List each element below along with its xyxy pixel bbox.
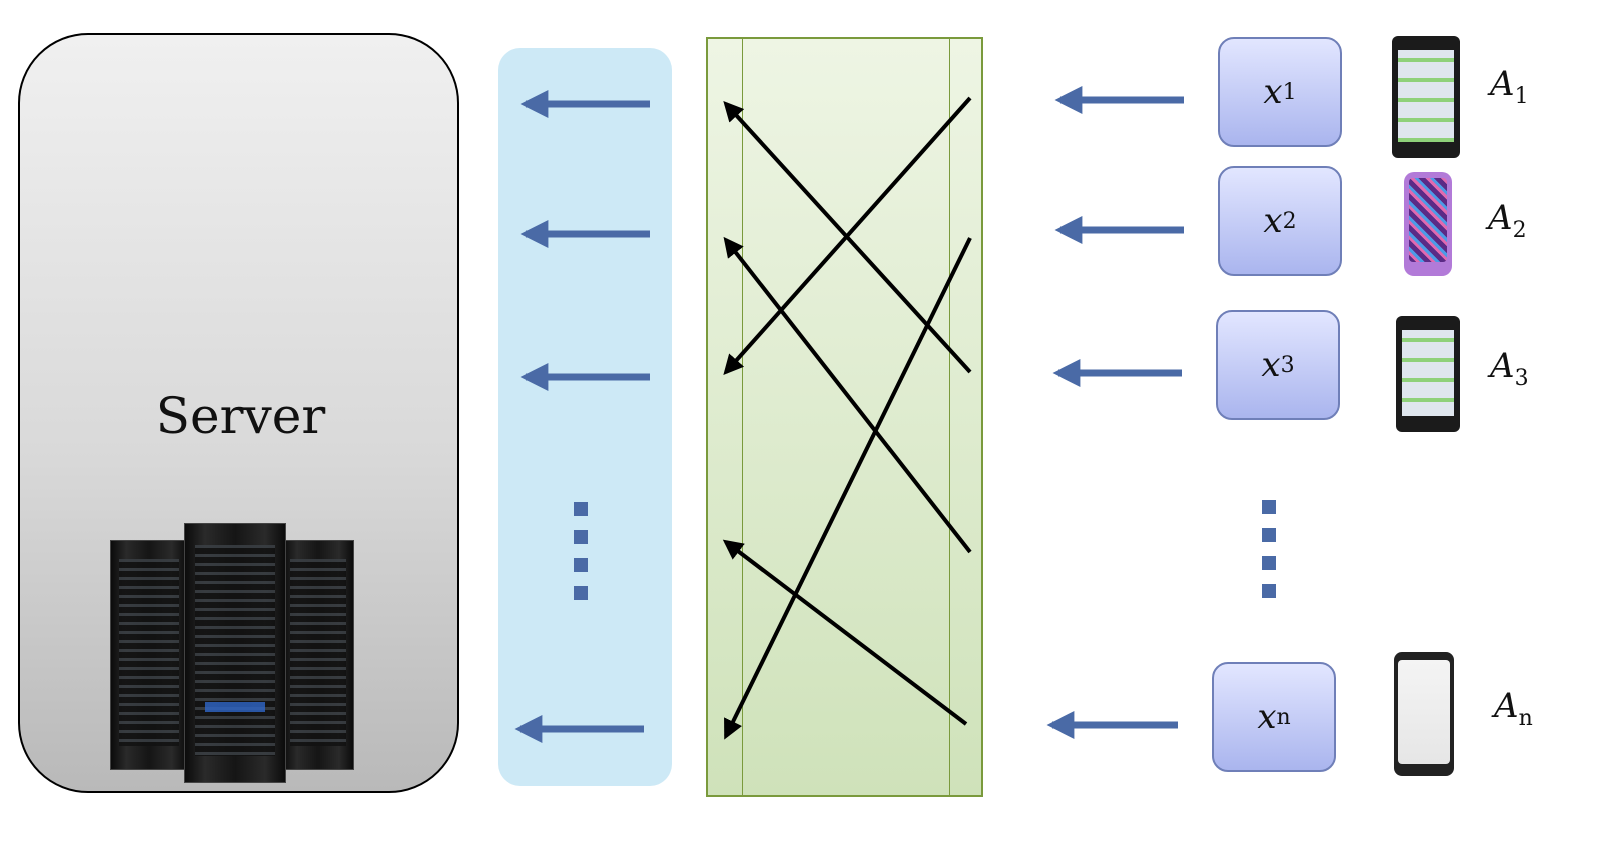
device-sub: 2 bbox=[1512, 217, 1527, 243]
input-var: x bbox=[1263, 201, 1283, 241]
shuffler-inner-line-left bbox=[742, 39, 743, 795]
input-sub: 2 bbox=[1282, 208, 1297, 234]
input-sub: 3 bbox=[1280, 352, 1295, 378]
shuffle-arrow bbox=[722, 539, 968, 726]
device-label-an: An bbox=[1494, 686, 1533, 731]
device-var: A bbox=[1490, 64, 1515, 104]
device-sub: 1 bbox=[1514, 83, 1529, 109]
smartphone-chat-icon bbox=[1392, 36, 1460, 158]
input-var: x bbox=[1257, 697, 1277, 737]
server-label: Server bbox=[155, 387, 326, 445]
shuffle-arrow bbox=[724, 237, 972, 740]
smartphone-icon bbox=[1394, 652, 1454, 776]
input-ellipsis bbox=[1262, 500, 1276, 612]
shuffler-inner-line-right bbox=[949, 39, 950, 795]
device-label-a3: A3 bbox=[1490, 346, 1529, 391]
buffer-ellipsis bbox=[574, 502, 588, 614]
device-var: A bbox=[1488, 198, 1513, 238]
device-label-a1: A1 bbox=[1490, 64, 1529, 109]
device-var: A bbox=[1494, 686, 1519, 726]
input-sub: n bbox=[1276, 704, 1291, 730]
shuffler-block bbox=[706, 37, 983, 797]
device-var: A bbox=[1490, 346, 1515, 386]
input-var: x bbox=[1261, 345, 1281, 385]
device-sub: 3 bbox=[1514, 365, 1529, 391]
shuffle-arrow bbox=[723, 96, 972, 375]
server-box: Server bbox=[18, 33, 459, 793]
input-var: x bbox=[1263, 72, 1283, 112]
shuffle-arrow bbox=[723, 236, 972, 554]
server-buffer-column bbox=[498, 48, 672, 786]
device-sub: n bbox=[1518, 705, 1533, 731]
device-label-a2: A2 bbox=[1488, 198, 1527, 243]
smartphone-chat-icon bbox=[1396, 316, 1460, 432]
shuffle-arrow bbox=[723, 101, 972, 374]
toy-phone-icon bbox=[1404, 172, 1452, 276]
input-sub: 1 bbox=[1282, 79, 1297, 105]
